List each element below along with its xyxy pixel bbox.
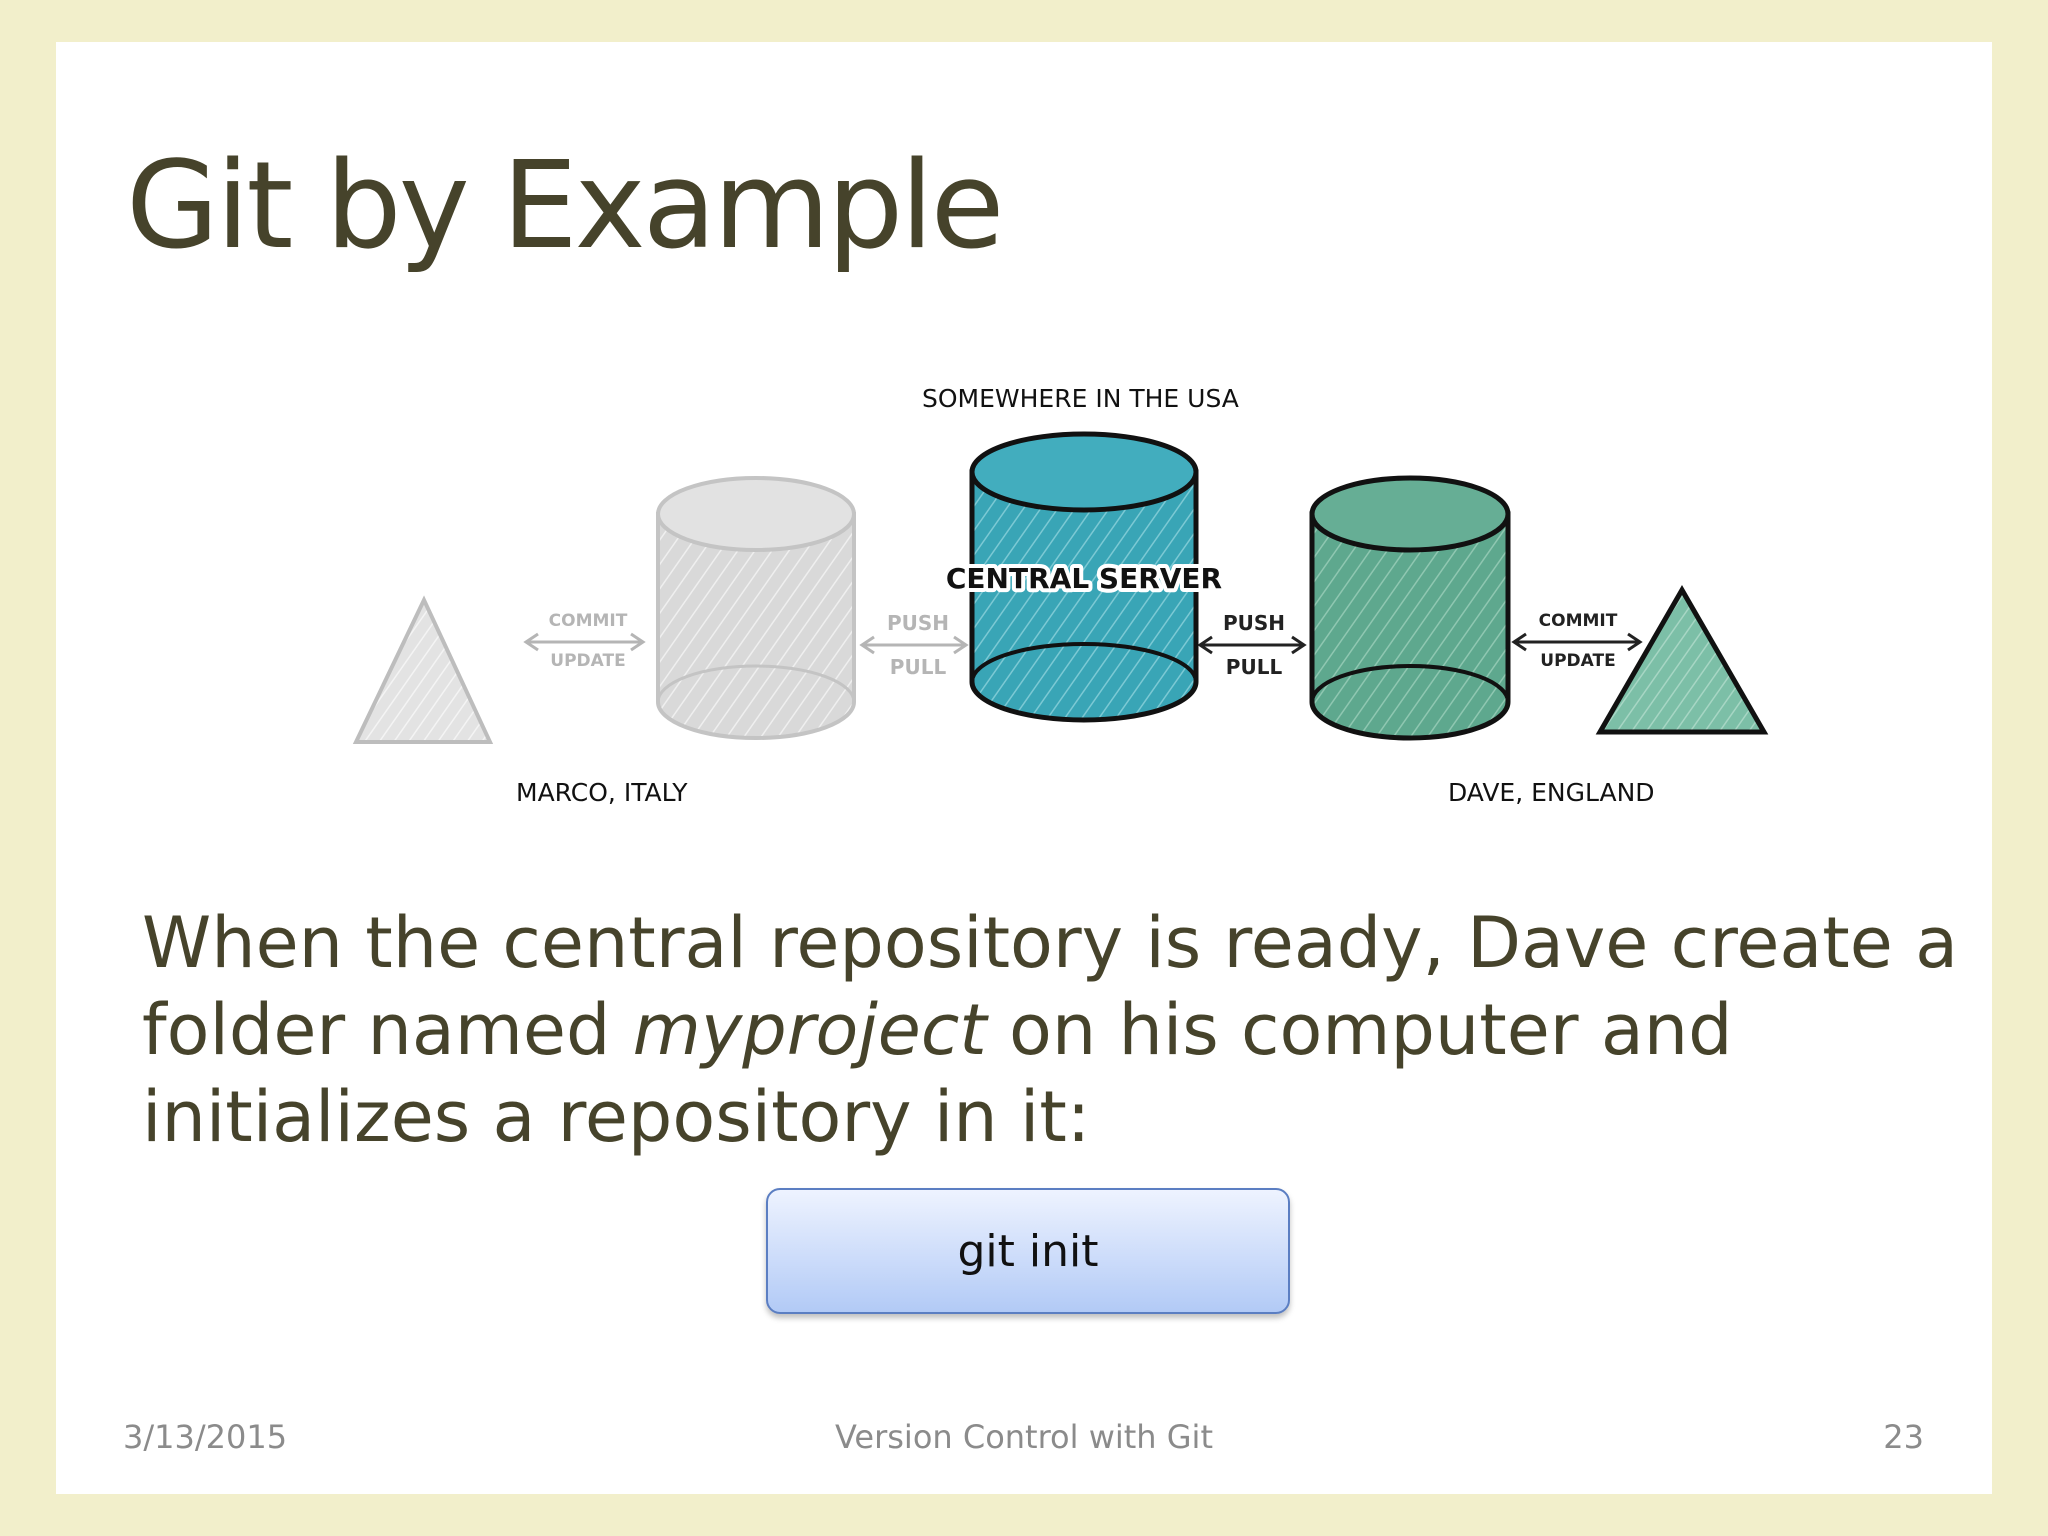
body-text-emphasis: myproject: [633, 989, 987, 1071]
diagram-drawing: COMMIT UPDATE PUSH PULL CENTR: [336, 342, 1796, 832]
dave-pull-label: PULL: [1226, 655, 1283, 679]
dave-push-arrow-icon: [1200, 637, 1304, 653]
dave-location-label: DAVE, ENGLAND: [1448, 778, 1655, 807]
marco-location-label: MARCO, ITALY: [516, 778, 688, 807]
dave-cylinder-icon: [1312, 478, 1508, 738]
footer-title: Version Control with Git: [56, 1418, 1992, 1456]
dave-commit-label: COMMIT: [1539, 611, 1618, 631]
marco-pull-label: PULL: [890, 655, 947, 679]
server-label: CENTRAL SERVER: [946, 562, 1222, 595]
git-init-command-box: git init: [766, 1188, 1290, 1314]
dave-push-label: PUSH: [1223, 611, 1285, 635]
slide-title: Git by Example: [126, 137, 1001, 276]
dave-triangle-icon: [1600, 590, 1764, 732]
git-workflow-diagram: COMMIT UPDATE PUSH PULL CENTR: [336, 342, 1796, 832]
body-paragraph: When the central repository is ready, Da…: [142, 900, 1962, 1161]
marco-triangle-icon: [356, 600, 490, 742]
marco-update-label: UPDATE: [550, 651, 625, 671]
top-location-label: SOMEWHERE IN THE USA: [922, 384, 1239, 413]
dave-commit-arrow-icon: [1514, 634, 1640, 650]
marco-push-label: PUSH: [887, 611, 949, 635]
footer-page-number: 23: [1883, 1418, 1924, 1456]
marco-cylinder-icon: [658, 478, 854, 738]
marco-push-arrow-icon: [862, 637, 966, 653]
dave-update-label: UPDATE: [1540, 651, 1615, 671]
marco-commit-label: COMMIT: [549, 611, 628, 631]
marco-commit-arrow-icon: [526, 634, 643, 650]
slide: Git by Example: [56, 42, 1992, 1494]
